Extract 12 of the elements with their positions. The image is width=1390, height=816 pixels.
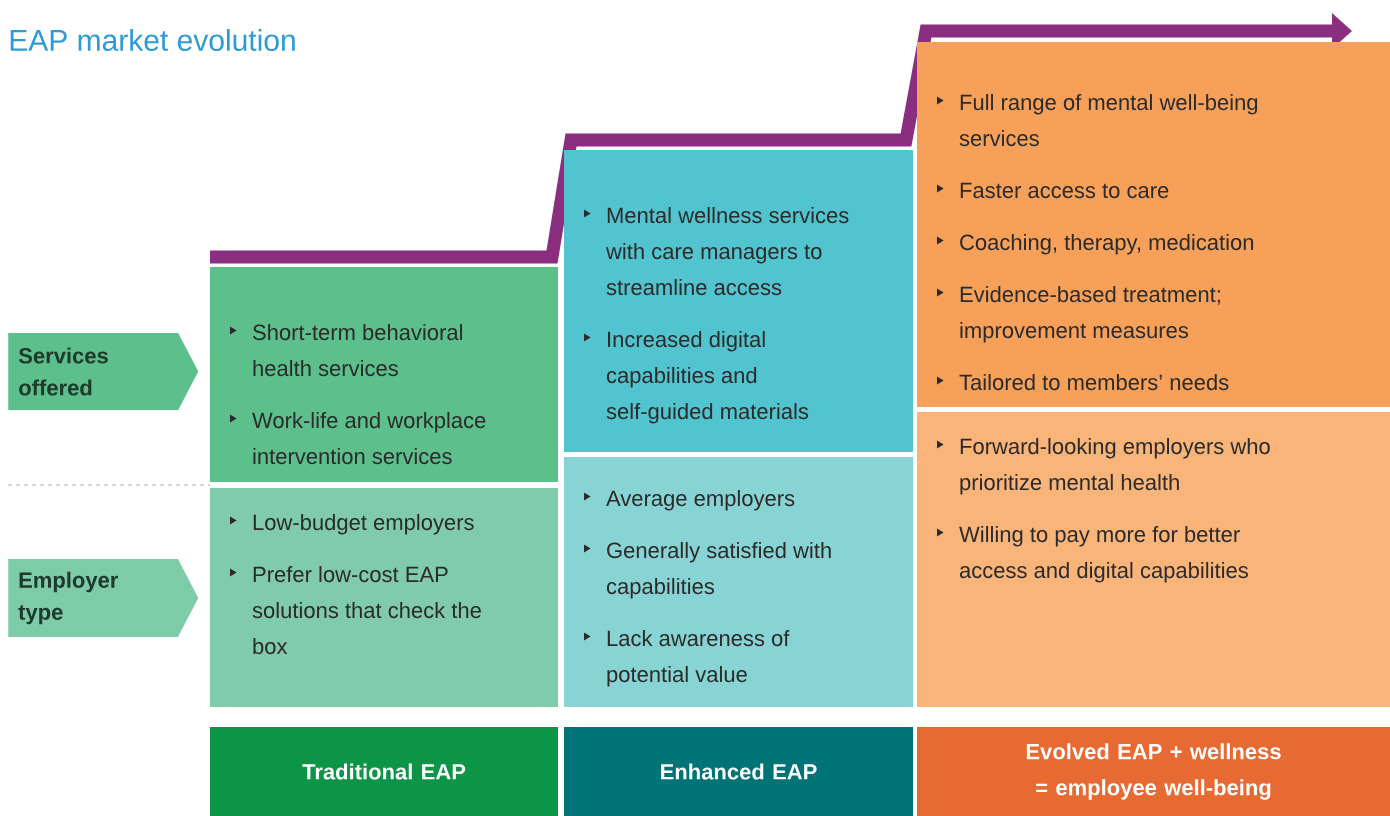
stage-box: Traditional EAP [210,727,558,816]
content-panel: Forward-looking employers who prioritize mental health Willing to pay more for better access and digital capabilities [917,412,1390,707]
row-label-tab: Employer type [8,559,199,637]
row-label-tab: Services offered [8,333,199,410]
content-panel: Low-budget employers Prefer low-cost EAP solutions that check the box [210,488,558,707]
content-panel: Short-term behavioral health services Work-life and workplace intervention services [210,267,558,482]
content-panel: Average employers Generally satisfied with capabilities Lack awareness of potential value [564,457,913,707]
stage-box: Enhanced EAP [564,727,913,816]
content-panel: Mental wellness services with care managers to streamline access Increased digital capabilities and self-guided materials [564,150,913,452]
content-panel: Full range of mental well-being services Faster access to care Coaching, therapy, medication Evidence-based treatment; improvement measures Tailored to members’ needs [917,42,1390,407]
title: EAP market evolution [10,28,295,51]
stage-box: Evolved EAP + wellness = employee well-being [917,727,1390,816]
